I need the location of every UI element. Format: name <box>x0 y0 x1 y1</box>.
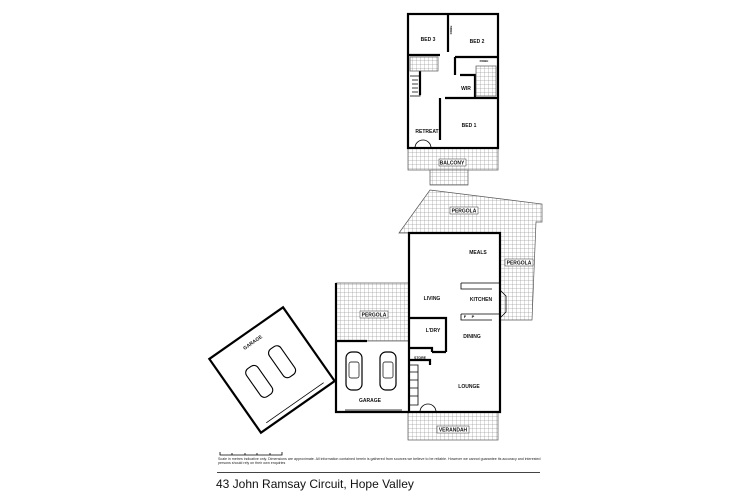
room-label: ROBE <box>449 26 453 35</box>
stairs <box>410 364 419 406</box>
room-label: GARAGE <box>242 334 264 352</box>
room-label: DINING <box>463 334 481 340</box>
kitchen-bench <box>460 282 507 321</box>
room-label: LIVING <box>424 296 441 302</box>
scale-bar <box>219 452 283 456</box>
room-label: BED 2 <box>470 39 485 45</box>
room-label: KITCHEN <box>470 297 493 303</box>
room-label: BED 1 <box>462 123 477 129</box>
upper-walls <box>408 14 498 140</box>
room-label: WIR <box>461 86 471 92</box>
property-address: 43 John Ramsay Circuit, Hope Valley <box>216 477 414 491</box>
car-icon <box>379 351 397 391</box>
room-label: PERGOLA <box>362 313 387 319</box>
room-label: RETREAT <box>415 129 438 135</box>
room-label: STORE <box>414 356 427 360</box>
garage-walls <box>334 283 409 414</box>
room-label: PERGOLA <box>452 209 477 215</box>
room-label: F <box>464 314 467 319</box>
ensuite-tiles <box>475 65 497 97</box>
room-label: PERGOLA <box>507 261 532 267</box>
detached-garage: GARAGE <box>207 305 337 435</box>
car-icon <box>345 351 363 391</box>
room-label: BED 3 <box>421 37 436 43</box>
room-label: BALCONY <box>440 161 465 167</box>
roller-door <box>266 382 324 424</box>
house-outline <box>407 231 502 414</box>
stairs <box>410 75 421 97</box>
room-label: P <box>472 314 475 319</box>
upper-outline <box>406 12 500 150</box>
divider <box>217 472 540 473</box>
room-label: L'DRY <box>426 328 441 334</box>
room-label: ROBE <box>480 59 489 63</box>
car-icon <box>245 364 274 398</box>
balcony-doors <box>414 139 432 149</box>
room-label: LOUNGE <box>458 384 480 390</box>
balcony-step <box>429 169 469 186</box>
room-label: VERANDAH <box>439 428 468 434</box>
disclaimer-text: Scale in metres indicative only. Dimensi… <box>218 457 541 466</box>
room-label: MEALS <box>469 250 487 256</box>
upper-floor: BED 3 BED 2 WIR RETREAT BED 1 BALCONY RO… <box>406 12 500 186</box>
ground-floor: PERGOLA MEALS PERGOLA LIVING KITCHEN PER… <box>334 189 543 441</box>
car-icon <box>268 345 297 379</box>
room-label: GARAGE <box>359 398 382 404</box>
laundry-walls <box>409 316 448 365</box>
front-doors <box>419 403 437 413</box>
bathroom-tiles <box>409 56 439 72</box>
